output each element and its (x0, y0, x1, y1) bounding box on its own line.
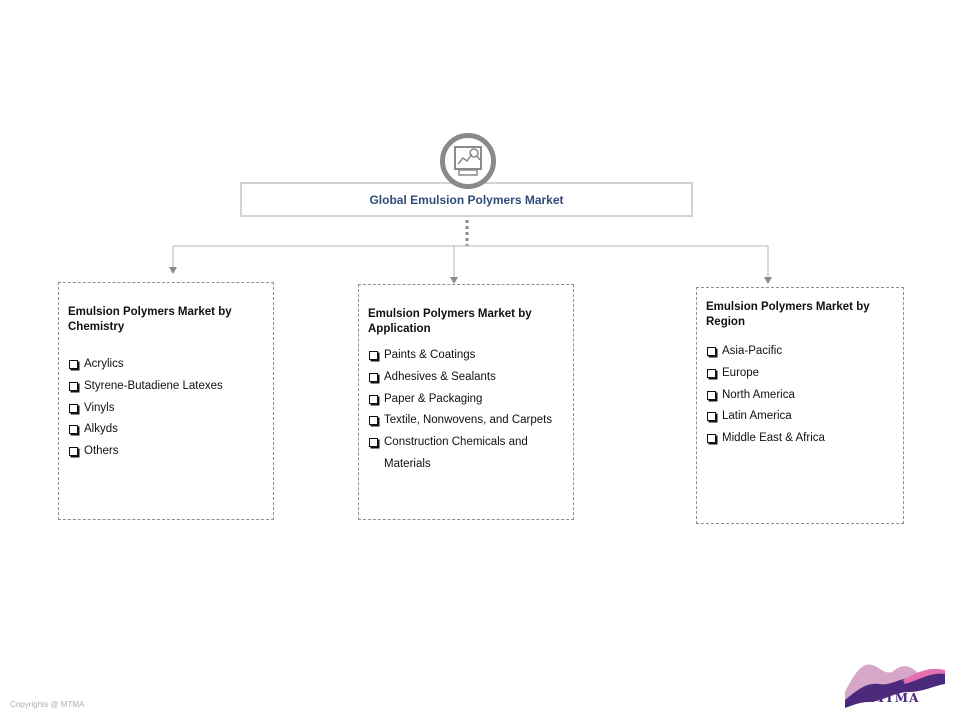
branch-title: Emulsion Polymers Market by Application (368, 308, 532, 335)
list-item: Middle East & Africa (706, 428, 893, 450)
list-item: Latin America (706, 406, 893, 428)
list-item: Construction Chemicals and Materials (368, 432, 563, 476)
list-item: Styrene-Butadiene Latexes (68, 376, 263, 398)
list-item: Acrylics (68, 354, 263, 376)
checkbox-bullet-icon (369, 438, 378, 448)
logo-text: MTMA (870, 691, 920, 705)
checkbox-bullet-icon (369, 351, 378, 360)
root-title: Global Emulsion Polymers Market (369, 192, 564, 207)
checkbox-bullet-icon (707, 368, 716, 378)
list-item: Asia-Pacific (706, 341, 893, 363)
list-item: Others (68, 441, 263, 463)
market-analysis-icon (440, 133, 496, 189)
list-item: Paints & Coatings (368, 345, 563, 367)
branch-region: Emulsion Polymers Market by Region Asia-… (696, 287, 904, 524)
checkbox-bullet-icon (69, 381, 78, 391)
checkbox-bullet-icon (707, 347, 716, 356)
checkbox-bullet-icon (707, 434, 716, 444)
list-item: North America (706, 385, 893, 407)
checkbox-bullet-icon (369, 372, 378, 382)
branch-list: Paints & Coatings Adhesives & Sealants P… (368, 345, 563, 476)
checkbox-bullet-icon (707, 412, 716, 422)
copyright-text: Copyrights @ MTMA (10, 700, 85, 709)
checkbox-bullet-icon (69, 447, 78, 457)
checkbox-bullet-icon (707, 390, 716, 400)
branch-title: Emulsion Polymers Market by Chemistry (68, 306, 232, 333)
list-item: Vinyls (68, 398, 263, 420)
checkbox-bullet-icon (69, 425, 78, 435)
checkbox-bullet-icon (69, 403, 78, 413)
list-item: Alkyds (68, 419, 263, 441)
checkbox-bullet-icon (369, 394, 378, 404)
branch-title: Emulsion Polymers Market by Region (706, 301, 870, 328)
list-item: Textile, Nonwovens, and Carpets (368, 410, 563, 432)
list-item: Paper & Packaging (368, 389, 563, 411)
checkbox-bullet-icon (369, 416, 378, 426)
list-item: Europe (706, 363, 893, 385)
list-item: Adhesives & Sealants (368, 367, 563, 389)
checkbox-bullet-icon (69, 360, 78, 369)
branch-chemistry: Emulsion Polymers Market by Chemistry Ac… (58, 282, 274, 520)
branch-application: Emulsion Polymers Market by Application … (358, 284, 574, 520)
branch-list: Asia-Pacific Europe North America Latin … (706, 341, 893, 450)
branch-list: Acrylics Styrene-Butadiene Latexes Vinyl… (68, 354, 263, 463)
mtma-logo (845, 664, 945, 708)
